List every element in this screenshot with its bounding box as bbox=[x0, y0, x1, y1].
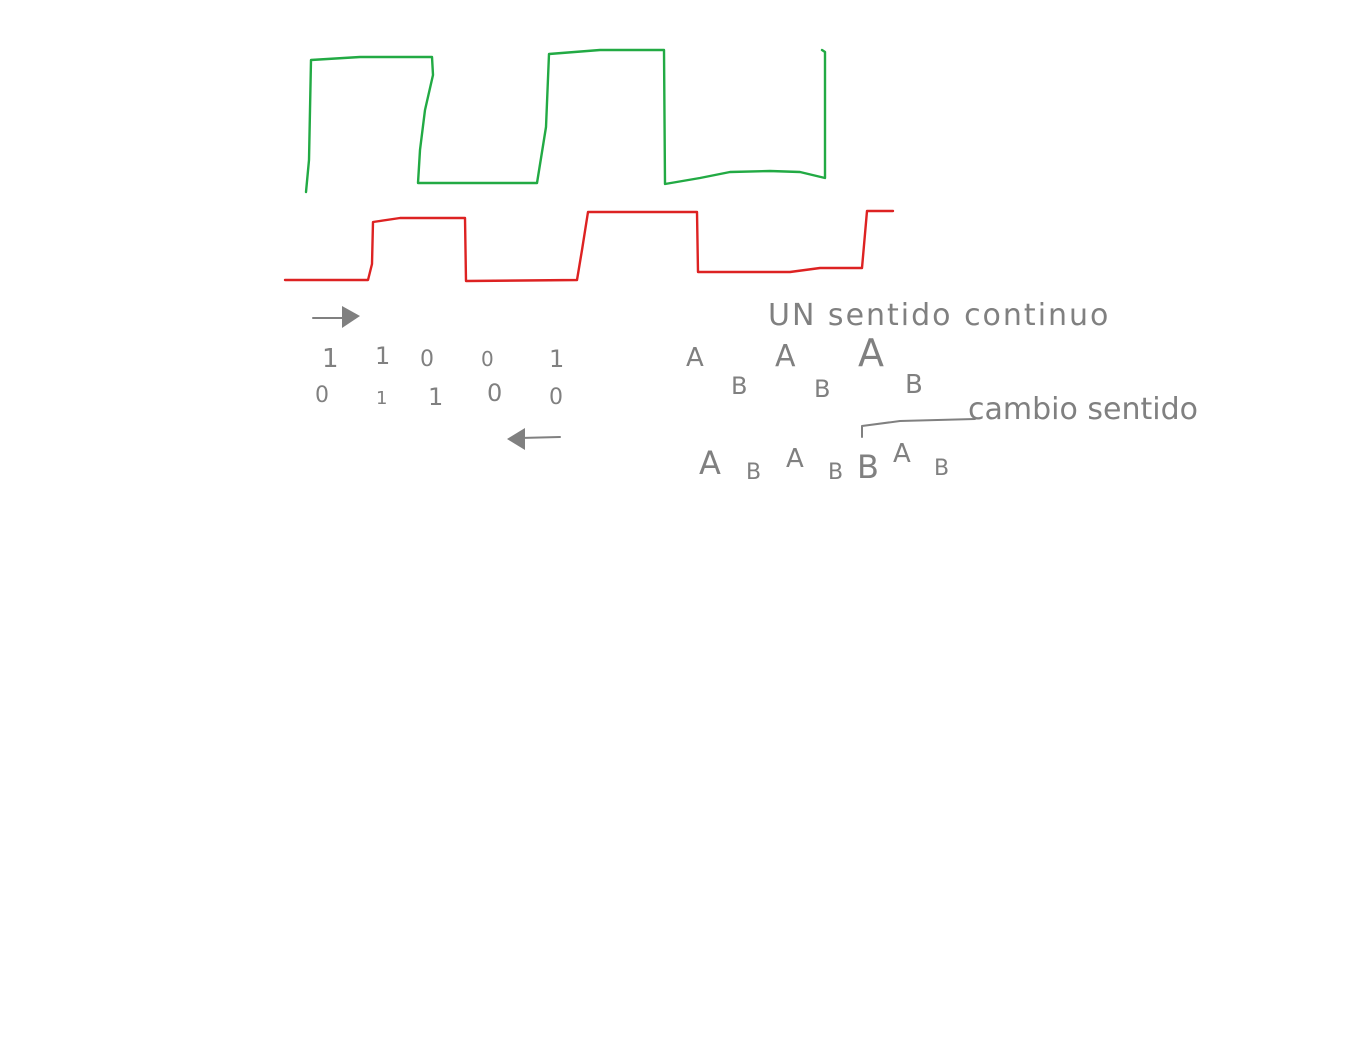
label-direction-change: cambio sentido bbox=[968, 392, 1198, 427]
seq-reversal-letter-4: B bbox=[828, 460, 843, 485]
square-wave-a bbox=[304, 48, 827, 194]
bit-bottom-4: 0 bbox=[487, 379, 502, 407]
seq-reversal-letter-3: A bbox=[786, 444, 804, 474]
seq-reversal-letter-2: B bbox=[746, 460, 761, 485]
seq-reversal-letter-1: A bbox=[699, 444, 721, 482]
seq-continuous-letter-2: B bbox=[731, 372, 747, 400]
arrow-right-icon bbox=[312, 306, 360, 328]
square-wave-b bbox=[283, 209, 895, 283]
sequence-reversal: A B A B B A B bbox=[699, 439, 949, 486]
arrow-left-icon bbox=[507, 428, 561, 450]
bits-top-row: 1 1 0 0 1 bbox=[322, 342, 564, 374]
seq-continuous-letter-4: B bbox=[814, 375, 830, 403]
bit-bottom-1: 0 bbox=[315, 383, 329, 408]
bit-top-4: 0 bbox=[481, 347, 494, 371]
seq-reversal-letter-6: A bbox=[893, 439, 911, 469]
seq-continuous-letter-5: A bbox=[858, 331, 884, 375]
bit-top-5: 1 bbox=[549, 345, 564, 373]
bit-top-2: 1 bbox=[375, 342, 390, 370]
bits-bottom-row: 0 1 1 0 0 bbox=[315, 379, 563, 411]
bit-bottom-5: 0 bbox=[549, 385, 563, 410]
seq-continuous-letter-1: A bbox=[686, 343, 704, 373]
label-continuous-direction: UN sentido continuo bbox=[768, 298, 1110, 333]
seq-continuous-letter-6: B bbox=[905, 370, 923, 400]
direction-change-marker bbox=[861, 418, 976, 438]
bit-top-1: 1 bbox=[322, 344, 339, 374]
bit-bottom-3: 1 bbox=[428, 383, 443, 411]
seq-reversal-letter-7: B bbox=[934, 456, 949, 481]
seq-continuous-letter-3: A bbox=[775, 339, 796, 374]
bit-top-3: 0 bbox=[420, 347, 434, 372]
sequence-continuous: A B A B A B bbox=[686, 331, 923, 403]
bit-bottom-2: 1 bbox=[376, 388, 387, 409]
seq-reversal-letter-5: B bbox=[857, 448, 879, 486]
